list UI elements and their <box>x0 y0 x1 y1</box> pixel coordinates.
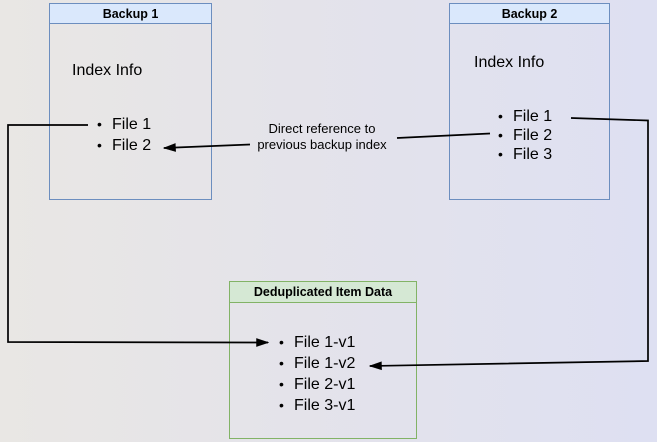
list-item: •File 1-v1 <box>274 332 355 353</box>
node-backup-2-title: Backup 2 <box>450 4 609 24</box>
bullet-icon: • <box>279 376 284 392</box>
node-backup-2-file-list: •File 1 •File 2 •File 3 <box>493 107 552 164</box>
node-dedup-file-list: •File 1-v1 •File 1-v2 •File 2-v1 •File 3… <box>274 332 355 416</box>
bullet-icon: • <box>498 146 503 162</box>
bullet-icon: • <box>97 116 102 132</box>
list-item: •File 3-v1 <box>274 395 355 416</box>
list-item: •File 1 <box>92 114 151 135</box>
list-item: •File 1 <box>493 107 552 126</box>
node-backup-1-heading: Index Info <box>72 62 143 79</box>
bullet-icon: • <box>279 355 284 371</box>
list-item: •File 1-v2 <box>274 353 355 374</box>
list-item: •File 3 <box>493 145 552 164</box>
node-backup-2-heading: Index Info <box>474 54 545 71</box>
node-backup-1-title: Backup 1 <box>50 4 211 24</box>
node-backup-2: Backup 2 Index Info •File 1 •File 2 •Fil… <box>449 3 610 200</box>
list-item: •File 2 <box>92 135 151 156</box>
bullet-icon: • <box>97 137 102 153</box>
bullet-icon: • <box>279 397 284 413</box>
list-item: •File 2 <box>493 126 552 145</box>
node-backup-1-file-list: •File 1 •File 2 <box>92 114 151 156</box>
bullet-icon: • <box>279 334 284 350</box>
edge-label-direct-reference: Direct reference to previous backup inde… <box>257 121 387 152</box>
node-deduplicated-item-data: Deduplicated Item Data •File 1-v1 •File … <box>229 281 417 439</box>
list-item: •File 2-v1 <box>274 374 355 395</box>
node-backup-1: Backup 1 Index Info •File 1 •File 2 <box>49 3 212 200</box>
bullet-icon: • <box>498 127 503 143</box>
node-dedup-title: Deduplicated Item Data <box>230 282 416 303</box>
bullet-icon: • <box>498 108 503 124</box>
